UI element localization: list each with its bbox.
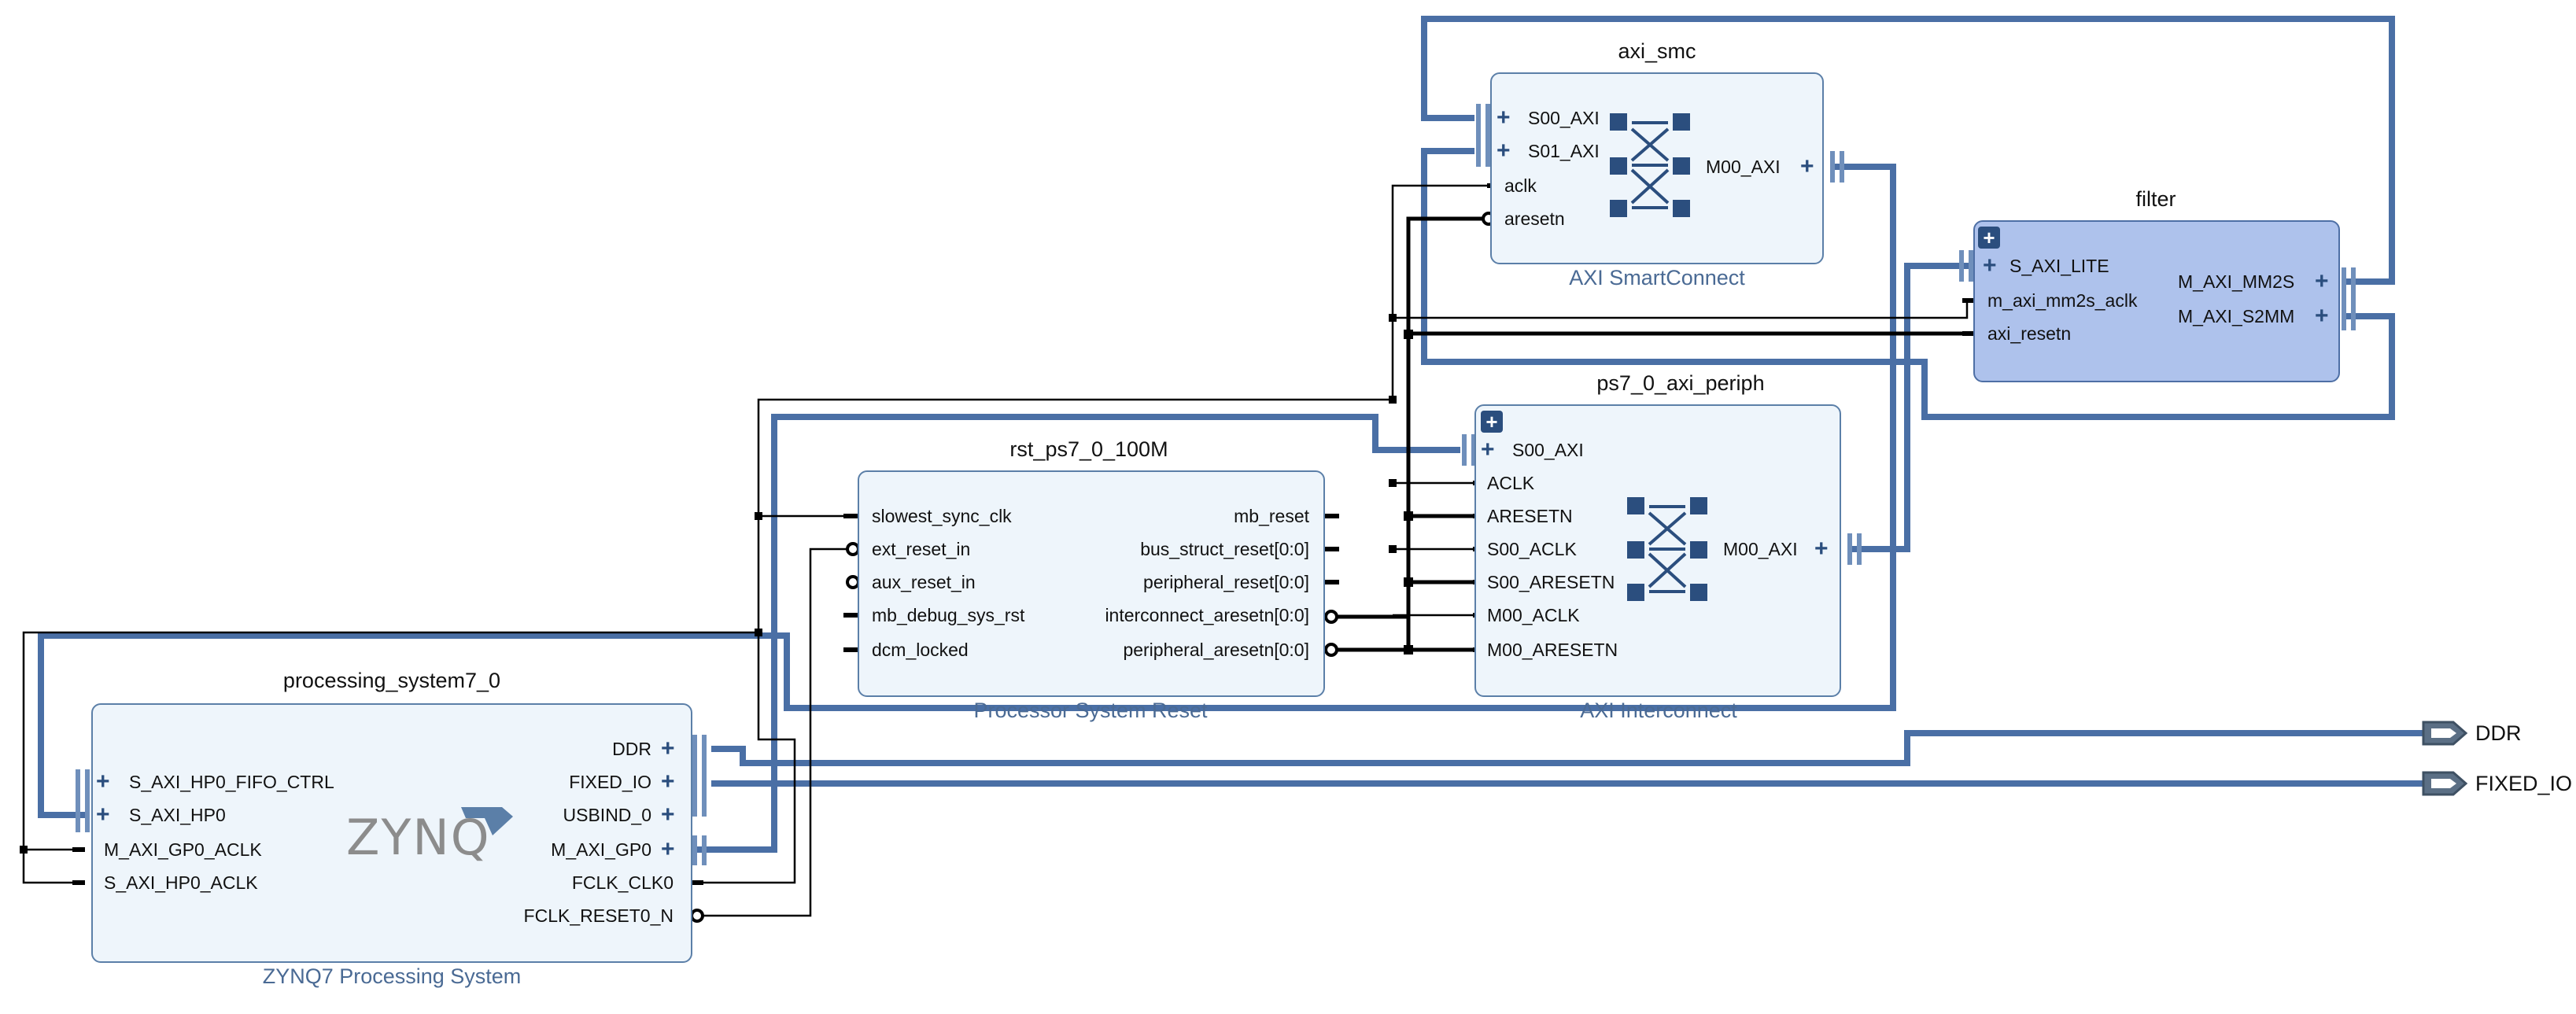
plus-icon[interactable]: +: [96, 769, 110, 795]
port-fclk-reset0-n[interactable]: FCLK_RESET0_N: [523, 905, 674, 926]
port-aresetn[interactable]: aresetn: [1504, 208, 1565, 229]
port-m00-aresetn[interactable]: M00_ARESETN: [1487, 640, 1618, 660]
block-title-filter: filter: [2135, 187, 2176, 211]
port-s-axi-hp0[interactable]: S_AXI_HP0: [129, 805, 226, 825]
expand-icon[interactable]: +: [1978, 227, 2000, 249]
block-type-axi-smartconnect: AXI SmartConnect: [1569, 266, 1745, 289]
port-s00-aresetn[interactable]: S00_ARESETN: [1487, 572, 1615, 592]
plus-icon[interactable]: +: [661, 802, 675, 828]
plus-icon[interactable]: +: [2315, 303, 2329, 329]
port-axi-resetn[interactable]: axi_resetn: [1987, 323, 2072, 344]
external-port-ddr[interactable]: DDR: [2475, 721, 2522, 745]
port-usbind-0[interactable]: USBIND_0: [563, 805, 651, 825]
port-m00-axi[interactable]: M00_AXI: [1706, 157, 1781, 177]
block-rst-ps7-0-100m[interactable]: [858, 470, 1325, 697]
plus-icon[interactable]: +: [661, 836, 675, 862]
zynq-logo-swoosh: [461, 807, 513, 835]
port-m00-aclk[interactable]: M00_ACLK: [1487, 605, 1580, 625]
port-m-axi-gp0-aclk[interactable]: M_AXI_GP0_ACLK: [104, 839, 262, 860]
block-type-axi-interconnect: AXI Interconnect: [1580, 699, 1737, 722]
port-aclk[interactable]: ACLK: [1487, 473, 1535, 493]
plus-icon[interactable]: +: [96, 802, 110, 828]
port-slowest-sync-clk[interactable]: slowest_sync_clk: [872, 506, 1012, 526]
plus-icon[interactable]: +: [1983, 253, 1997, 278]
port-dcm-locked[interactable]: dcm_locked: [872, 640, 969, 660]
block-title-axi-smc: axi_smc: [1618, 39, 1696, 63]
bus-filter-mm2s-to-smc-s00: [1421, 16, 2395, 285]
port-aclk[interactable]: aclk: [1504, 175, 1537, 196]
port-fclk-clk0[interactable]: FCLK_CLK0: [571, 872, 674, 893]
port-s00-axi[interactable]: S00_AXI: [1512, 440, 1584, 460]
port-mb-debug-sys-rst[interactable]: mb_debug_sys_rst: [872, 605, 1025, 625]
port-interconnect-aresetn[interactable]: interconnect_aresetn[0:0]: [1105, 605, 1309, 625]
crossbar-icon: [1610, 113, 1690, 217]
port-mb-reset[interactable]: mb_reset: [1234, 506, 1309, 526]
block-type-zynq7-processing-system: ZYNQ7 Processing System: [262, 964, 522, 988]
block-processing-system7-0[interactable]: [91, 703, 692, 963]
port-s00-aclk[interactable]: S00_ACLK: [1487, 539, 1577, 559]
port-m-axi-gp0[interactable]: M_AXI_GP0: [551, 839, 651, 860]
port-s01-axi[interactable]: S01_AXI: [1528, 141, 1600, 161]
port-ddr[interactable]: DDR: [612, 739, 651, 759]
bus-smc-m00-to-ps-hp0: [38, 164, 1896, 818]
port-aresetn[interactable]: ARESETN: [1487, 506, 1573, 526]
plus-icon[interactable]: +: [1800, 153, 1814, 179]
zynq-logo-icon: ZYNQ: [346, 809, 491, 866]
block-title-ps7-0-axi-periph: ps7_0_axi_periph: [1596, 371, 1765, 395]
port-m-axi-mm2s-aclk[interactable]: m_axi_mm2s_aclk: [1987, 290, 2138, 311]
port-s-axi-lite[interactable]: S_AXI_LITE: [2010, 256, 2109, 276]
net-fclk-reset0-n: [697, 548, 851, 917]
plus-icon[interactable]: +: [1497, 105, 1511, 131]
port-ext-reset-in[interactable]: ext_reset_in: [872, 539, 971, 559]
bus-ps-ddr-to-ext: [711, 730, 2423, 766]
external-port-fixed-io[interactable]: FIXED_IO: [2475, 772, 2573, 795]
plus-icon[interactable]: +: [661, 769, 675, 795]
crossbar-icon: [1627, 497, 1707, 601]
port-m-axi-s2mm[interactable]: M_AXI_S2MM: [2178, 306, 2295, 326]
plus-icon[interactable]: +: [2315, 268, 2329, 294]
block-title-processing-system7-0: processing_system7_0: [282, 669, 501, 692]
block-type-processor-system-reset: Processor System Reset: [973, 699, 1208, 722]
port-m00-axi[interactable]: M00_AXI: [1723, 539, 1798, 559]
port-s-axi-hp0-fifo-ctrl[interactable]: S_AXI_HP0_FIFO_CTRL: [129, 772, 334, 792]
block-title-rst-ps7-0-100m: rst_ps7_0_100M: [1009, 437, 1168, 461]
plus-icon[interactable]: +: [1481, 437, 1495, 463]
port-aux-reset-in[interactable]: aux_reset_in: [872, 572, 976, 592]
port-bus-struct-reset[interactable]: bus_struct_reset[0:0]: [1140, 539, 1309, 559]
block-filter[interactable]: [1973, 220, 2340, 382]
port-fixed-io[interactable]: FIXED_IO: [569, 772, 651, 792]
plus-icon[interactable]: +: [1814, 536, 1829, 562]
port-s00-axi[interactable]: S00_AXI: [1528, 108, 1600, 128]
bus-periph-m00-to-filter-lite: [1849, 263, 1969, 552]
expand-icon[interactable]: +: [1481, 411, 1503, 433]
plus-icon[interactable]: +: [661, 736, 675, 761]
port-m-axi-mm2s[interactable]: M_AXI_MM2S: [2178, 271, 2295, 292]
port-s-axi-hp0-aclk[interactable]: S_AXI_HP0_ACLK: [104, 872, 258, 893]
plus-icon[interactable]: +: [1497, 138, 1511, 164]
block-axi-smc[interactable]: [1490, 72, 1824, 264]
port-peripheral-aresetn[interactable]: peripheral_aresetn[0:0]: [1123, 640, 1309, 660]
port-peripheral-reset[interactable]: peripheral_reset[0:0]: [1143, 572, 1309, 592]
bus-ps-gp0-to-periph-s00: [697, 414, 1460, 853]
